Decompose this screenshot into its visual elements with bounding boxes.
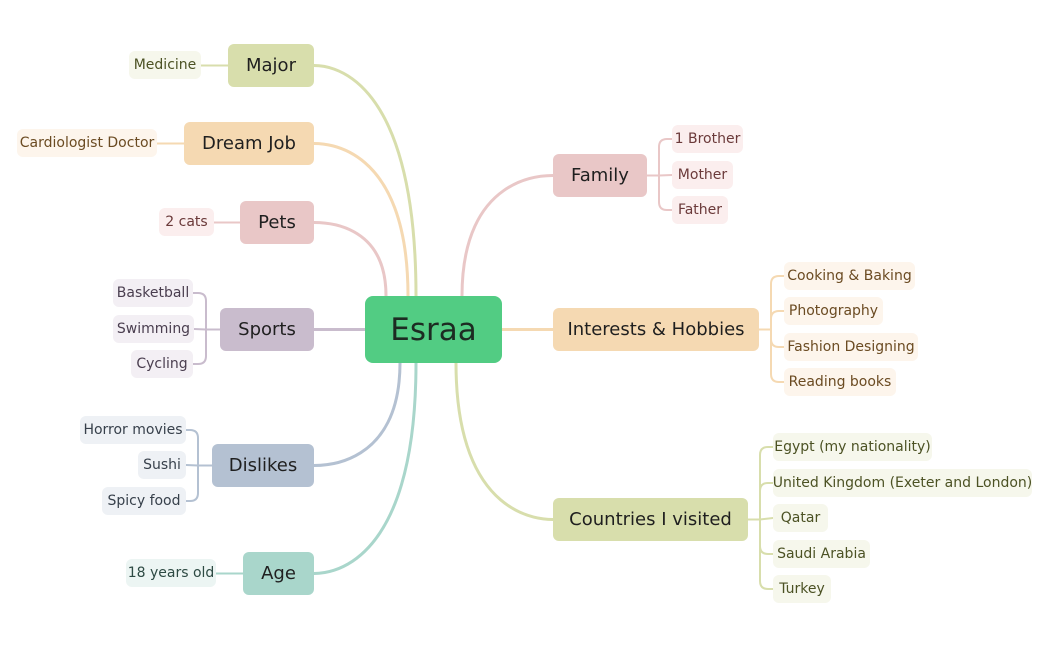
subtopic-interests-label: Cooking & Baking xyxy=(787,268,912,284)
branch-line-dream-job xyxy=(312,142,410,298)
subtopic-sports[interactable]: Basketball xyxy=(113,279,193,307)
central-topic[interactable]: Esraa xyxy=(365,296,502,363)
subtopic-dislikes-label: Sushi xyxy=(143,457,181,473)
leaf-line-interests-2 xyxy=(770,328,785,348)
leaf-line-countries-0 xyxy=(759,446,774,521)
leaf-line-family-1 xyxy=(658,174,673,177)
topic-countries[interactable]: Countries I visited xyxy=(553,498,748,541)
subtopic-dislikes-label: Spicy food xyxy=(107,493,181,509)
subtopic-countries-label: United Kingdom (Exeter and London) xyxy=(772,475,1033,491)
subtopic-sports[interactable]: Swimming xyxy=(113,315,194,343)
branch-line-dislikes xyxy=(312,361,402,467)
topic-major-label: Major xyxy=(246,55,296,76)
subtopic-age[interactable]: 18 years old xyxy=(126,559,216,587)
subtopic-pets[interactable]: 2 cats xyxy=(159,208,214,236)
subtopic-countries-label: Saudi Arabia xyxy=(777,546,866,562)
branch-line-family xyxy=(460,174,555,298)
leaf-line-interests-1 xyxy=(770,310,785,331)
subtopic-interests[interactable]: Fashion Designing xyxy=(784,333,918,361)
subtopic-sports-label: Swimming xyxy=(116,321,191,337)
topic-countries-label: Countries I visited xyxy=(569,509,732,530)
branch-line-pets xyxy=(312,221,388,298)
topic-pets-label: Pets xyxy=(258,212,296,233)
subtopic-countries[interactable]: Turkey xyxy=(773,575,831,603)
branch-line-major xyxy=(312,64,418,298)
subtopic-family-label: 1 Brother xyxy=(674,131,741,147)
leaf-line-sports-0 xyxy=(192,292,207,331)
topic-dream-job[interactable]: Dream Job xyxy=(184,122,314,165)
subtopic-interests[interactable]: Reading books xyxy=(784,368,896,396)
subtopic-countries[interactable]: Egypt (my nationality) xyxy=(773,433,932,461)
subtopic-dislikes-label: Horror movies xyxy=(83,422,183,438)
topic-dislikes-label: Dislikes xyxy=(228,455,298,476)
leaf-line-family-2 xyxy=(658,174,673,211)
subtopic-interests[interactable]: Cooking & Baking xyxy=(784,262,915,290)
leaf-line-dislikes-0 xyxy=(185,429,199,467)
branch-line-age xyxy=(312,361,418,575)
subtopic-dislikes[interactable]: Sushi xyxy=(138,451,186,479)
leaf-line-interests-0 xyxy=(770,275,785,331)
subtopic-interests-label: Fashion Designing xyxy=(787,339,915,355)
topic-family[interactable]: Family xyxy=(553,154,647,197)
topic-age-label: Age xyxy=(261,563,296,584)
subtopic-sports[interactable]: Cycling xyxy=(131,350,193,378)
subtopic-dream-job-label: Cardiologist Doctor xyxy=(19,135,155,151)
subtopic-pets-label: 2 cats xyxy=(165,214,208,230)
subtopic-major-label: Medicine xyxy=(133,57,197,73)
leaf-line-family-0 xyxy=(658,138,673,177)
subtopic-dislikes[interactable]: Spicy food xyxy=(102,487,186,515)
subtopic-family-label: Father xyxy=(677,202,723,218)
subtopic-family[interactable]: Father xyxy=(672,196,728,224)
subtopic-dream-job[interactable]: Cardiologist Doctor xyxy=(17,129,157,157)
subtopic-age-label: 18 years old xyxy=(127,565,215,581)
subtopic-countries-label: Qatar xyxy=(780,510,821,526)
leaf-line-interests-3 xyxy=(770,328,785,383)
leaf-line-countries-1 xyxy=(759,482,774,521)
central-topic-label: Esraa xyxy=(390,311,477,348)
subtopic-dislikes[interactable]: Horror movies xyxy=(80,416,186,444)
leaf-line-sports-2 xyxy=(192,328,207,365)
leaf-line-countries-2 xyxy=(759,517,774,521)
leaf-line-dislikes-2 xyxy=(185,464,199,502)
subtopic-interests-label: Photography xyxy=(788,303,879,319)
topic-pets[interactable]: Pets xyxy=(240,201,314,244)
leaf-line-sports-1 xyxy=(193,328,207,331)
topic-interests[interactable]: Interests & Hobbies xyxy=(553,308,759,351)
topic-family-label: Family xyxy=(571,165,629,186)
topic-major[interactable]: Major xyxy=(228,44,314,87)
leaf-line-countries-3 xyxy=(759,518,774,555)
topic-dream-job-label: Dream Job xyxy=(202,133,296,154)
topic-interests-label: Interests & Hobbies xyxy=(567,319,745,340)
leaf-line-countries-4 xyxy=(759,518,774,590)
subtopic-sports-label: Cycling xyxy=(136,356,188,372)
subtopic-major[interactable]: Medicine xyxy=(129,51,201,79)
subtopic-countries[interactable]: Saudi Arabia xyxy=(773,540,870,568)
subtopic-interests-label: Reading books xyxy=(788,374,892,390)
subtopic-family[interactable]: 1 Brother xyxy=(672,125,743,153)
leaf-line-dislikes-1 xyxy=(185,464,199,467)
branch-line-countries xyxy=(454,361,555,521)
subtopic-interests[interactable]: Photography xyxy=(784,297,883,325)
subtopic-countries[interactable]: United Kingdom (Exeter and London) xyxy=(773,469,1032,497)
topic-sports[interactable]: Sports xyxy=(220,308,314,351)
subtopic-countries[interactable]: Qatar xyxy=(773,504,828,532)
subtopic-countries-label: Turkey xyxy=(779,581,825,597)
subtopic-countries-label: Egypt (my nationality) xyxy=(774,439,931,455)
topic-sports-label: Sports xyxy=(238,319,296,340)
topic-dislikes[interactable]: Dislikes xyxy=(212,444,314,487)
subtopic-sports-label: Basketball xyxy=(116,285,190,301)
subtopic-family-label: Mother xyxy=(677,167,728,183)
subtopic-family[interactable]: Mother xyxy=(672,161,733,189)
topic-age[interactable]: Age xyxy=(243,552,314,595)
